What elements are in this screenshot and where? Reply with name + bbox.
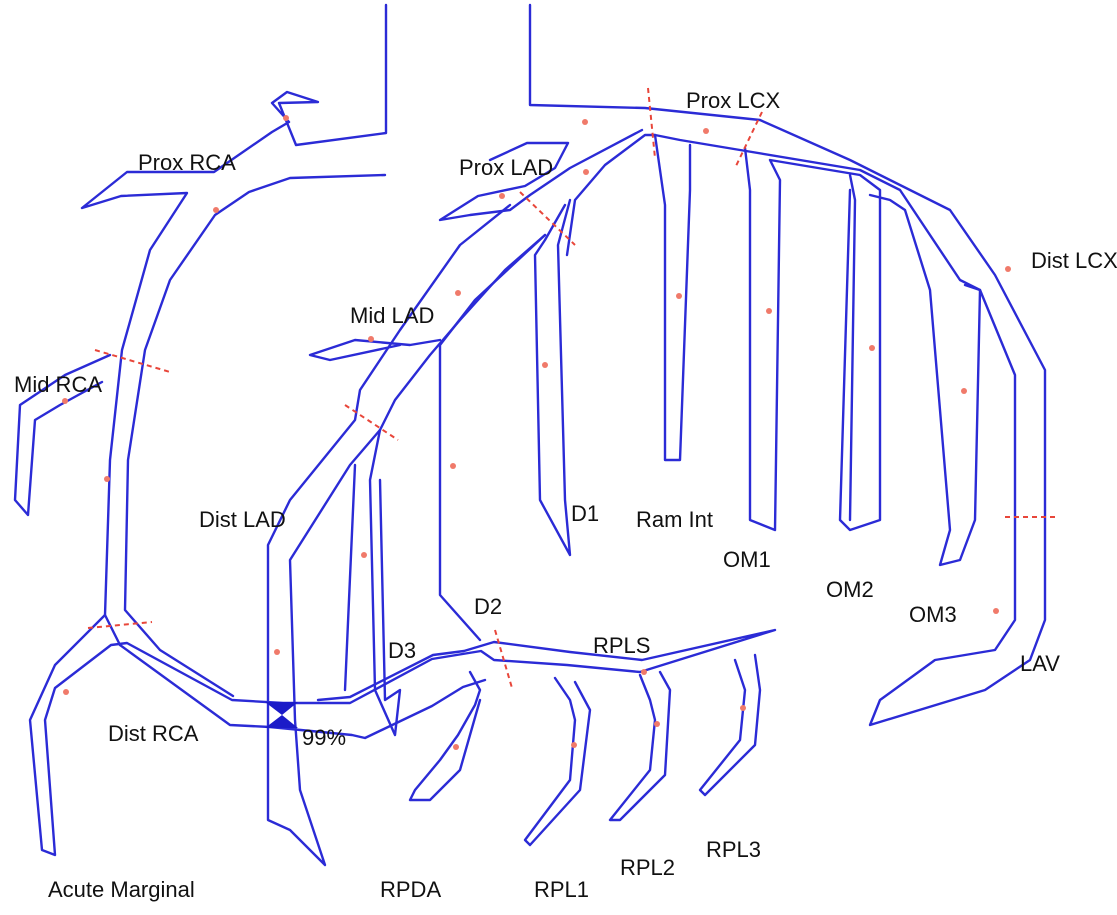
- rpda-branch: [408, 670, 482, 802]
- label-prox-lad: Prox LAD: [459, 155, 553, 180]
- label-d2: D2: [474, 594, 502, 619]
- dist-rca-trunk: [118, 643, 487, 740]
- label-rpls: RPLS: [593, 633, 650, 658]
- label-lav: LAV: [1020, 651, 1060, 676]
- mid-lad-diagonal: [308, 338, 442, 362]
- marker-dot: [740, 705, 746, 711]
- marker-dot: [703, 128, 709, 134]
- lad-main-wall-left: [266, 203, 547, 867]
- segment-boundary-mid-rca: [94, 349, 171, 373]
- om2-branch: [868, 193, 982, 567]
- marker-dot: [542, 362, 548, 368]
- marker-dot: [453, 744, 459, 750]
- d3-inner: [343, 463, 357, 692]
- label-acute-marginal: Acute Marginal: [48, 877, 195, 902]
- mid-rca-branch: [13, 353, 112, 517]
- segment-boundary-prox-lcx: [647, 87, 656, 159]
- rpl1-branch: [523, 676, 592, 847]
- marker-dot: [450, 463, 456, 469]
- marker-dot: [571, 742, 577, 748]
- label-om3: OM3: [909, 602, 957, 627]
- marker-dot: [676, 293, 682, 299]
- segment-boundary-dist-rca: [87, 621, 153, 629]
- label-om2: OM2: [826, 577, 874, 602]
- d1-branch: [533, 198, 572, 557]
- marker-dot: [961, 388, 967, 394]
- label-dist-lcx: Dist LCX: [1031, 248, 1117, 273]
- marker-dot: [63, 689, 69, 695]
- lad-main-wall-right: [438, 233, 547, 642]
- label-mid-rca: Mid RCA: [14, 372, 102, 397]
- segment-boundary-lcx-om: [734, 111, 763, 169]
- lcx-inner: [653, 133, 692, 462]
- marker-dot: [869, 345, 875, 351]
- marker-dot: [582, 119, 588, 125]
- rpl2-branch: [608, 670, 672, 822]
- d3-branch: [368, 428, 402, 737]
- acute-marginal-wall: [103, 613, 122, 647]
- marker-dot: [62, 398, 68, 404]
- marker-dot: [455, 290, 461, 296]
- segment-boundary-mid-lad: [344, 404, 399, 441]
- marker-dot: [361, 552, 367, 558]
- lad-vessel: [438, 128, 644, 222]
- label-rpl2: RPL2: [620, 855, 675, 880]
- om3-branch: [848, 173, 857, 522]
- marker-dot: [368, 336, 374, 342]
- segment-boundary-prox-lad: [519, 191, 576, 246]
- left-main-vessel: [528, 3, 1047, 727]
- om1-branch: [743, 146, 882, 532]
- label-prox-lcx: Prox LCX: [686, 88, 780, 113]
- segment-boundary-d2: [494, 629, 513, 689]
- label-mid-lad: Mid LAD: [350, 303, 434, 328]
- label-rpl1: RPL1: [534, 877, 589, 902]
- marker-dot: [499, 193, 505, 199]
- label-stenosis-99: 99%: [302, 725, 346, 750]
- marker-dot: [654, 721, 660, 727]
- label-ram-int: Ram Int: [636, 507, 713, 532]
- label-om1: OM1: [723, 547, 771, 572]
- label-dist-lad: Dist LAD: [199, 507, 286, 532]
- label-d1: D1: [571, 501, 599, 526]
- marker-dot: [1005, 266, 1011, 272]
- label-rpl3: RPL3: [706, 837, 761, 862]
- stenosis-marker: [265, 702, 298, 728]
- marker-dot: [993, 608, 999, 614]
- rca-outer-wall: [123, 173, 387, 698]
- rpl3-branch: [698, 653, 762, 797]
- marker-dot: [641, 669, 647, 675]
- marker-dot: [583, 169, 589, 175]
- label-rpda: RPDA: [380, 877, 441, 902]
- marker-dot: [283, 115, 289, 121]
- marker-dot: [104, 476, 110, 482]
- marker-dot: [213, 207, 219, 213]
- label-d3: D3: [388, 638, 416, 663]
- label-dist-rca: Dist RCA: [108, 721, 199, 746]
- marker-dot: [766, 308, 772, 314]
- marker-dot: [274, 649, 280, 655]
- label-prox-rca: Prox RCA: [138, 150, 236, 175]
- marker-dots: [62, 115, 1011, 750]
